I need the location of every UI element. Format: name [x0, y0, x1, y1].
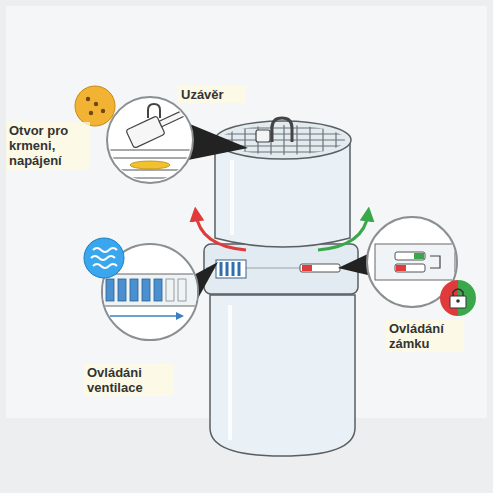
highlight: [228, 305, 232, 440]
vent-slider: [216, 260, 246, 278]
part-label: Ovládání zámku: [386, 320, 464, 352]
feed-icon: [75, 86, 115, 126]
lock-icon: [440, 280, 476, 316]
part-label: Otvor pro krmeni, napájení: [6, 122, 90, 169]
control-band: [204, 244, 358, 294]
vent-icon: [84, 238, 124, 278]
callout-pointer: [185, 122, 248, 160]
lower-body: [210, 295, 355, 456]
container: [204, 118, 358, 456]
callout-detail: [375, 244, 455, 280]
handle: [272, 118, 292, 142]
cap: [256, 130, 270, 142]
rotation-arrow: [196, 214, 246, 250]
rotation-arrow: [318, 214, 368, 250]
highlight: [230, 160, 234, 235]
lock-slider: [300, 264, 340, 272]
part-label: Uzávěr: [178, 86, 246, 103]
top-lid: [215, 121, 351, 159]
top-grid: [215, 120, 350, 160]
part-label: Ovládáni ventilace: [84, 364, 174, 396]
callout-detail: [100, 274, 200, 320]
callout-detail: [105, 103, 195, 178]
